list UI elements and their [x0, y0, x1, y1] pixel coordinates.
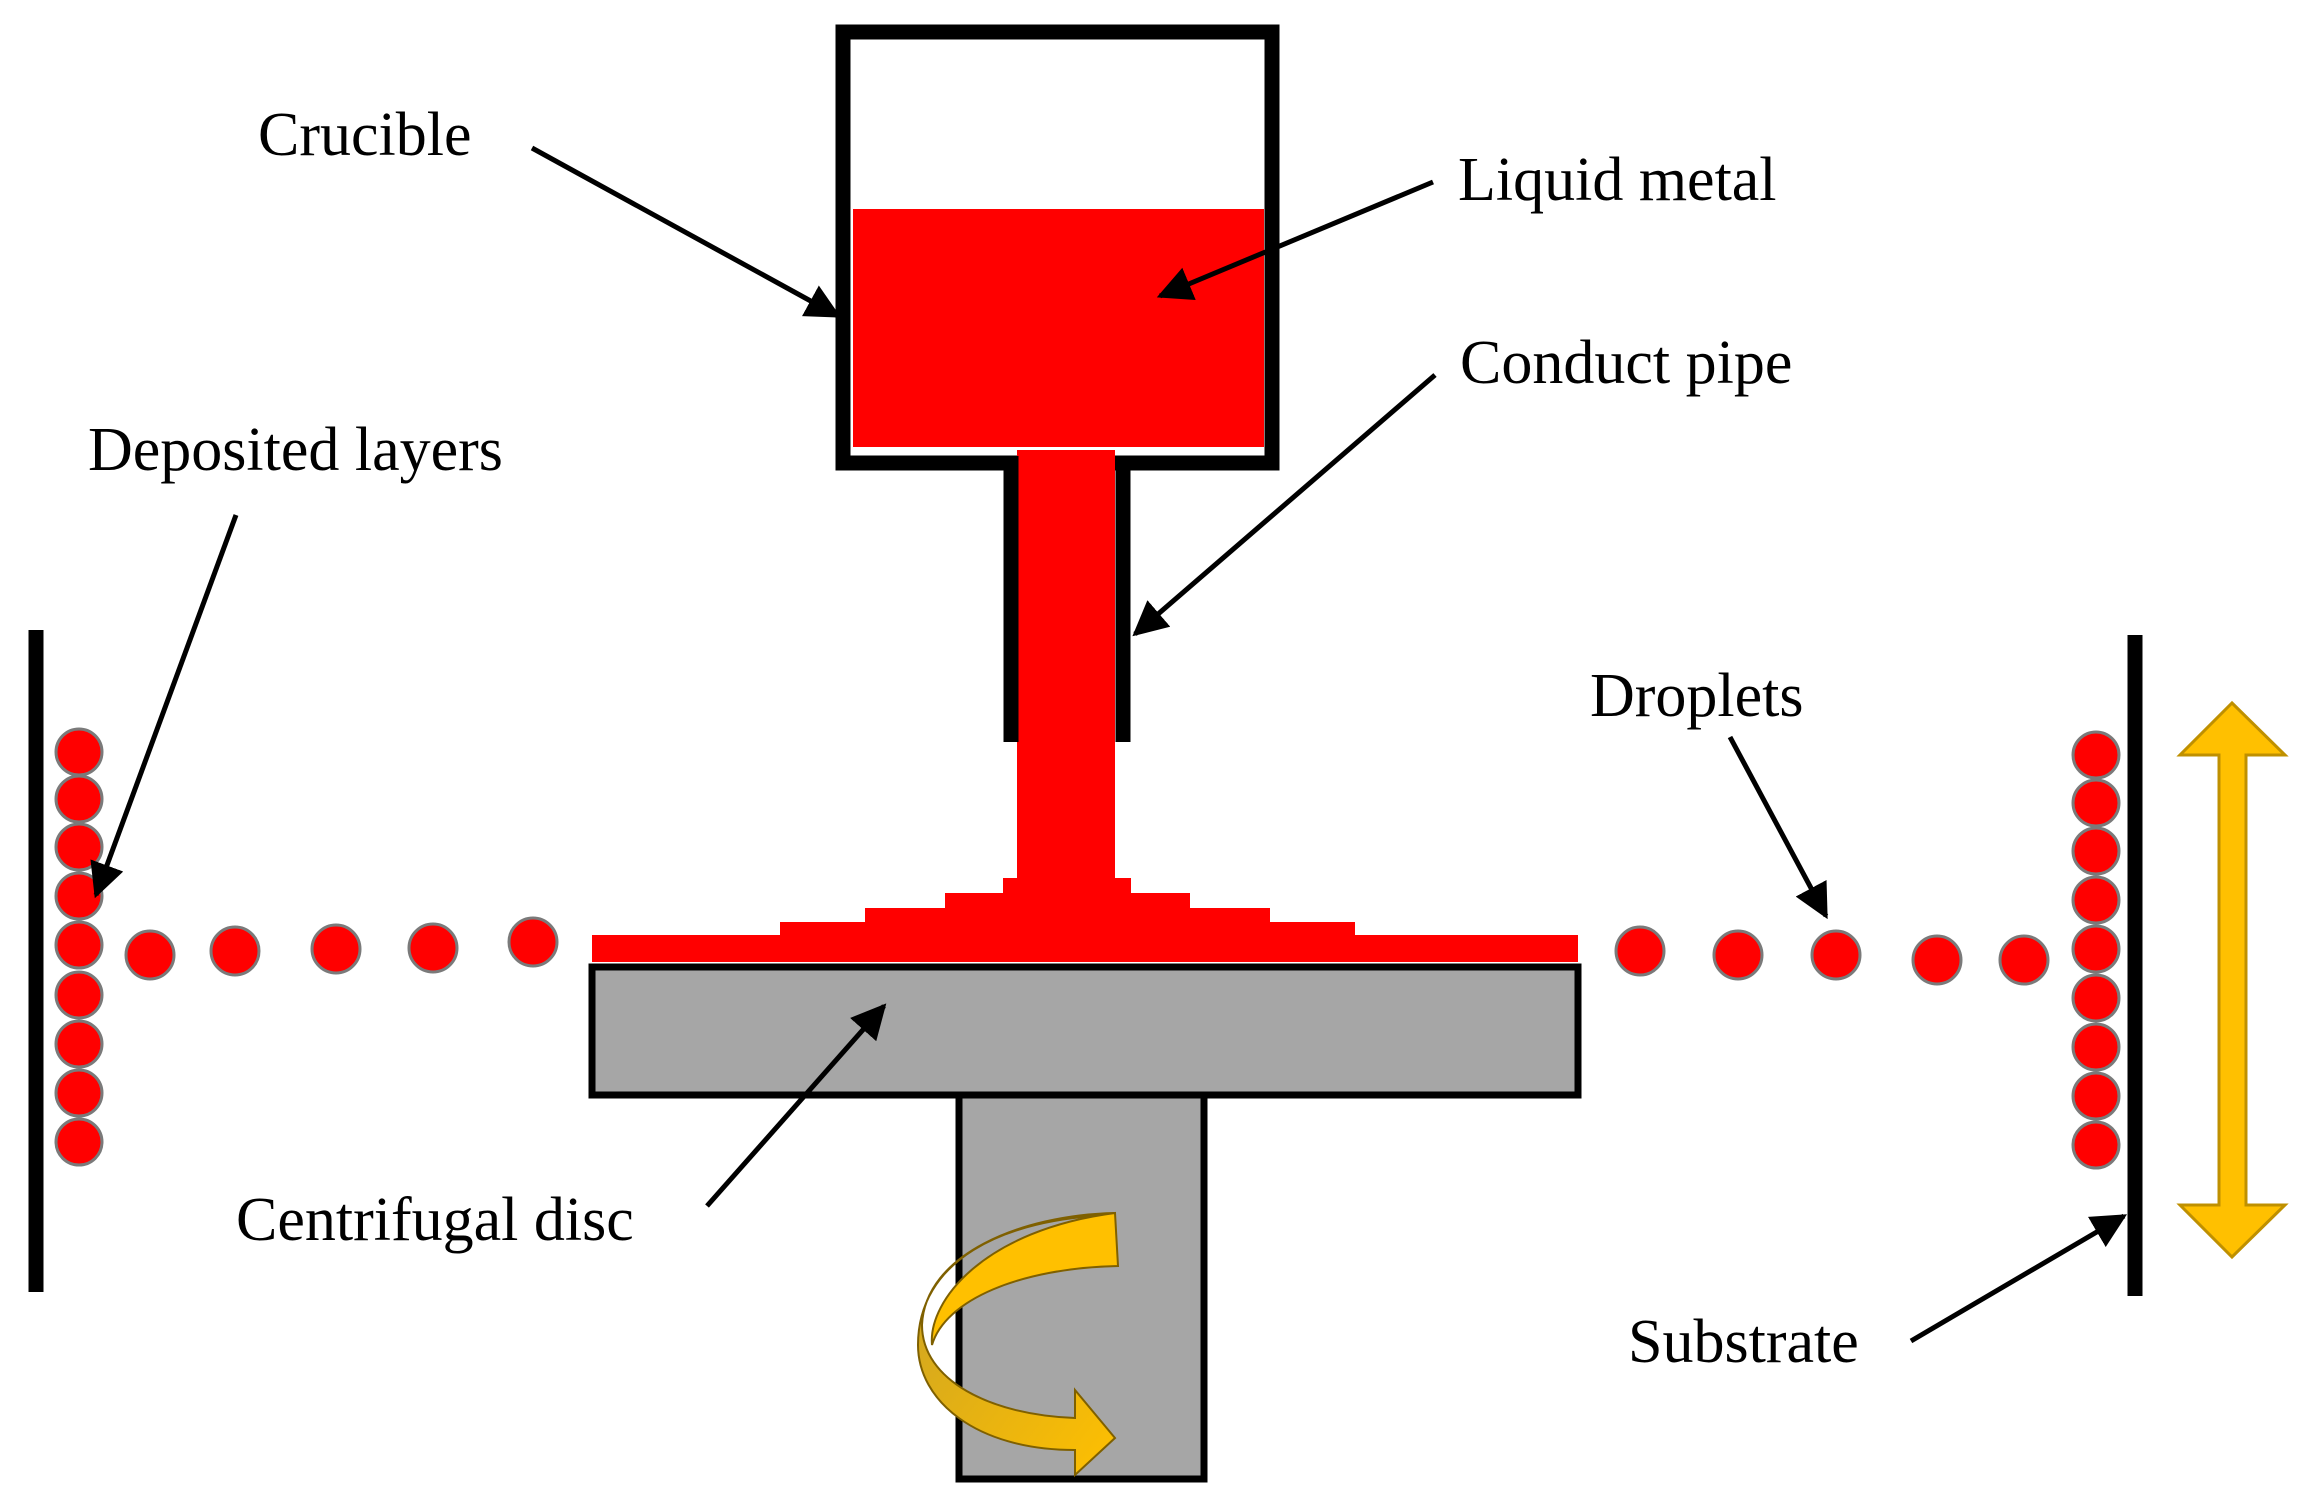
- label-crucible: Crucible: [258, 101, 472, 169]
- label-substrate: Substrate: [1628, 1308, 1859, 1376]
- crucible: [835, 24, 1280, 471]
- deposited-layers-pointer: [90, 514, 239, 899]
- metal-film-on-disc: [592, 870, 1578, 962]
- deposited-layers-left: [54, 727, 104, 1167]
- metal-stream: [1021, 740, 1113, 880]
- centrifugal-disc: [588, 963, 1582, 1483]
- droplets-left: [124, 916, 559, 981]
- conduct-pipe-pointer: [1132, 373, 1437, 637]
- substrate-pointer: [1909, 1213, 2128, 1344]
- disc-plate: [588, 963, 1582, 1099]
- droplets-right: [1614, 925, 2050, 986]
- liquid-metal: [853, 209, 1264, 447]
- label-liquid-metal: Liquid metal: [1458, 146, 1777, 214]
- double-arrow-icon: [2176, 700, 2289, 1260]
- liquid-metal-pointer: [1156, 179, 1434, 301]
- leader-arrows: [90, 145, 2128, 1344]
- crucible-pointer: [530, 145, 842, 319]
- label-deposited-layers: Deposited layers: [88, 416, 503, 484]
- centrifugal-disc-pointer: [705, 1003, 887, 1208]
- rotation-arrow-icon: [916, 1211, 1120, 1478]
- droplets-pointer: [1727, 735, 1829, 920]
- label-centrifugal-disc: Centrifugal disc: [236, 1186, 634, 1254]
- deposited-layers-right: [2071, 730, 2121, 1170]
- label-conduct-pipe: Conduct pipe: [1460, 329, 1792, 397]
- conduct-pipe: [1003, 450, 1131, 890]
- label-droplets: Droplets: [1590, 662, 1804, 730]
